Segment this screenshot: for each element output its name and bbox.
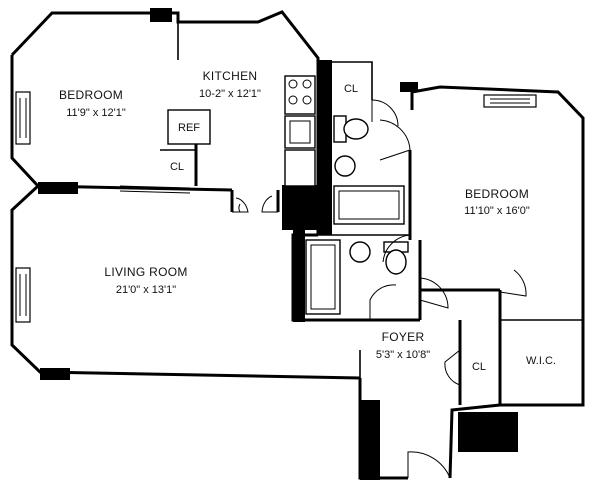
room-name: FOYER: [382, 330, 425, 344]
refrigerator: [167, 109, 211, 145]
room-dim: 21'0" x 13'1": [116, 284, 176, 296]
room-name: BEDROOM: [59, 88, 123, 102]
closet-label: CL: [344, 83, 358, 95]
sink-upper: [334, 155, 356, 177]
doors: [119, 99, 527, 479]
closet-label: CL: [170, 161, 184, 173]
room-dim: 5'3" x 10'8": [376, 349, 430, 361]
room-dim: 11'10" x 16'0": [464, 205, 530, 217]
outer-walls: [10, 10, 585, 480]
room-name: LIVING ROOM: [104, 265, 187, 279]
windows: [15, 91, 537, 323]
tub-lower: [305, 239, 341, 315]
tub-upper: [333, 185, 405, 225]
kitchen-counter: [284, 149, 316, 187]
wic-label: W.I.C.: [526, 355, 556, 367]
room-dim: 11'9" x 12'1": [66, 107, 126, 119]
room-name: KITCHEN: [203, 69, 258, 83]
kitchen-fixtures: [167, 75, 316, 187]
bath-fixtures: [305, 115, 409, 315]
room-labels: BEDROOM 11'9" x 12'1" KITCHEN 10-2" x 12…: [59, 69, 556, 373]
sink-lower: [349, 241, 371, 263]
closet-label: CL: [472, 361, 486, 373]
window-bedroom-left: [15, 91, 31, 145]
window-bedroom-right: [483, 94, 537, 108]
ref-label: REF: [178, 122, 200, 134]
room-dim: 10-2" x 12'1": [199, 88, 261, 100]
room-name: BEDROOM: [465, 187, 529, 201]
wall-columns: [38, 8, 518, 480]
stove: [284, 75, 316, 115]
window-living-left: [15, 267, 31, 323]
